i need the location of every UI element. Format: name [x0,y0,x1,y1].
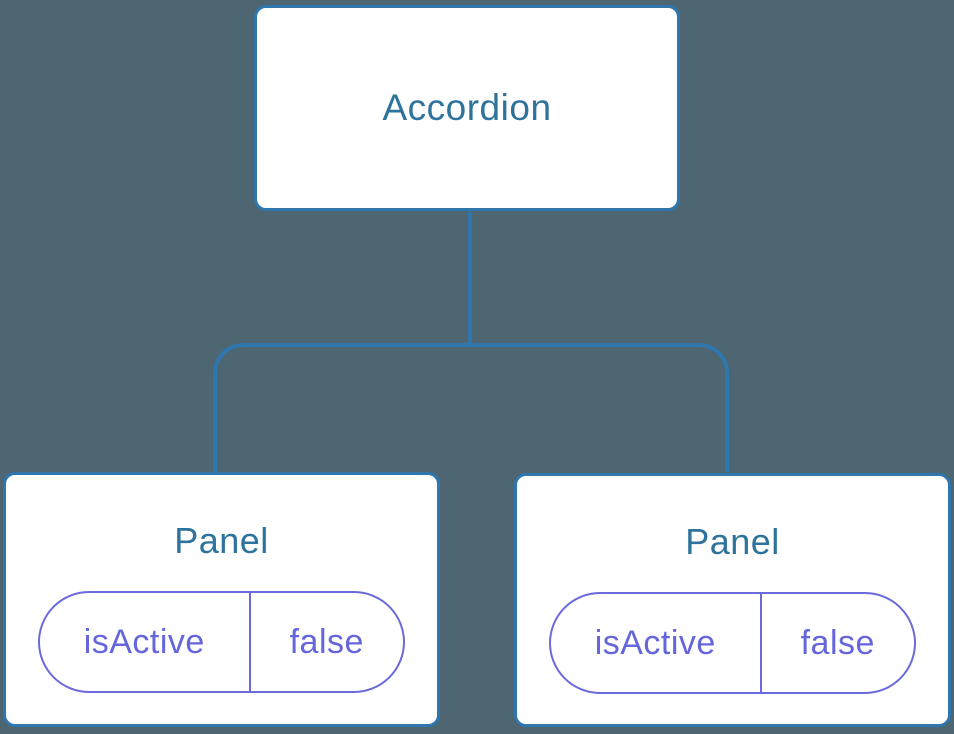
node-label-panel-right: Panel [685,521,780,562]
connector-bracket [213,343,729,472]
state-value-right: false [800,623,875,662]
tree-node-panel-left: Panel isActive false [3,472,440,727]
state-key-left: isActive [40,593,251,691]
state-key-right: isActive [551,594,762,692]
node-label-accordion: Accordion [382,87,552,128]
connector-stem [468,212,472,345]
state-pill-right: isActive false [549,592,916,694]
tree-node-panel-right: Panel isActive false [514,473,951,727]
tree-node-accordion: Accordion [254,5,680,211]
state-value-left: false [289,622,364,661]
state-pill-left: isActive false [38,591,405,693]
node-label-panel-left: Panel [174,520,269,561]
